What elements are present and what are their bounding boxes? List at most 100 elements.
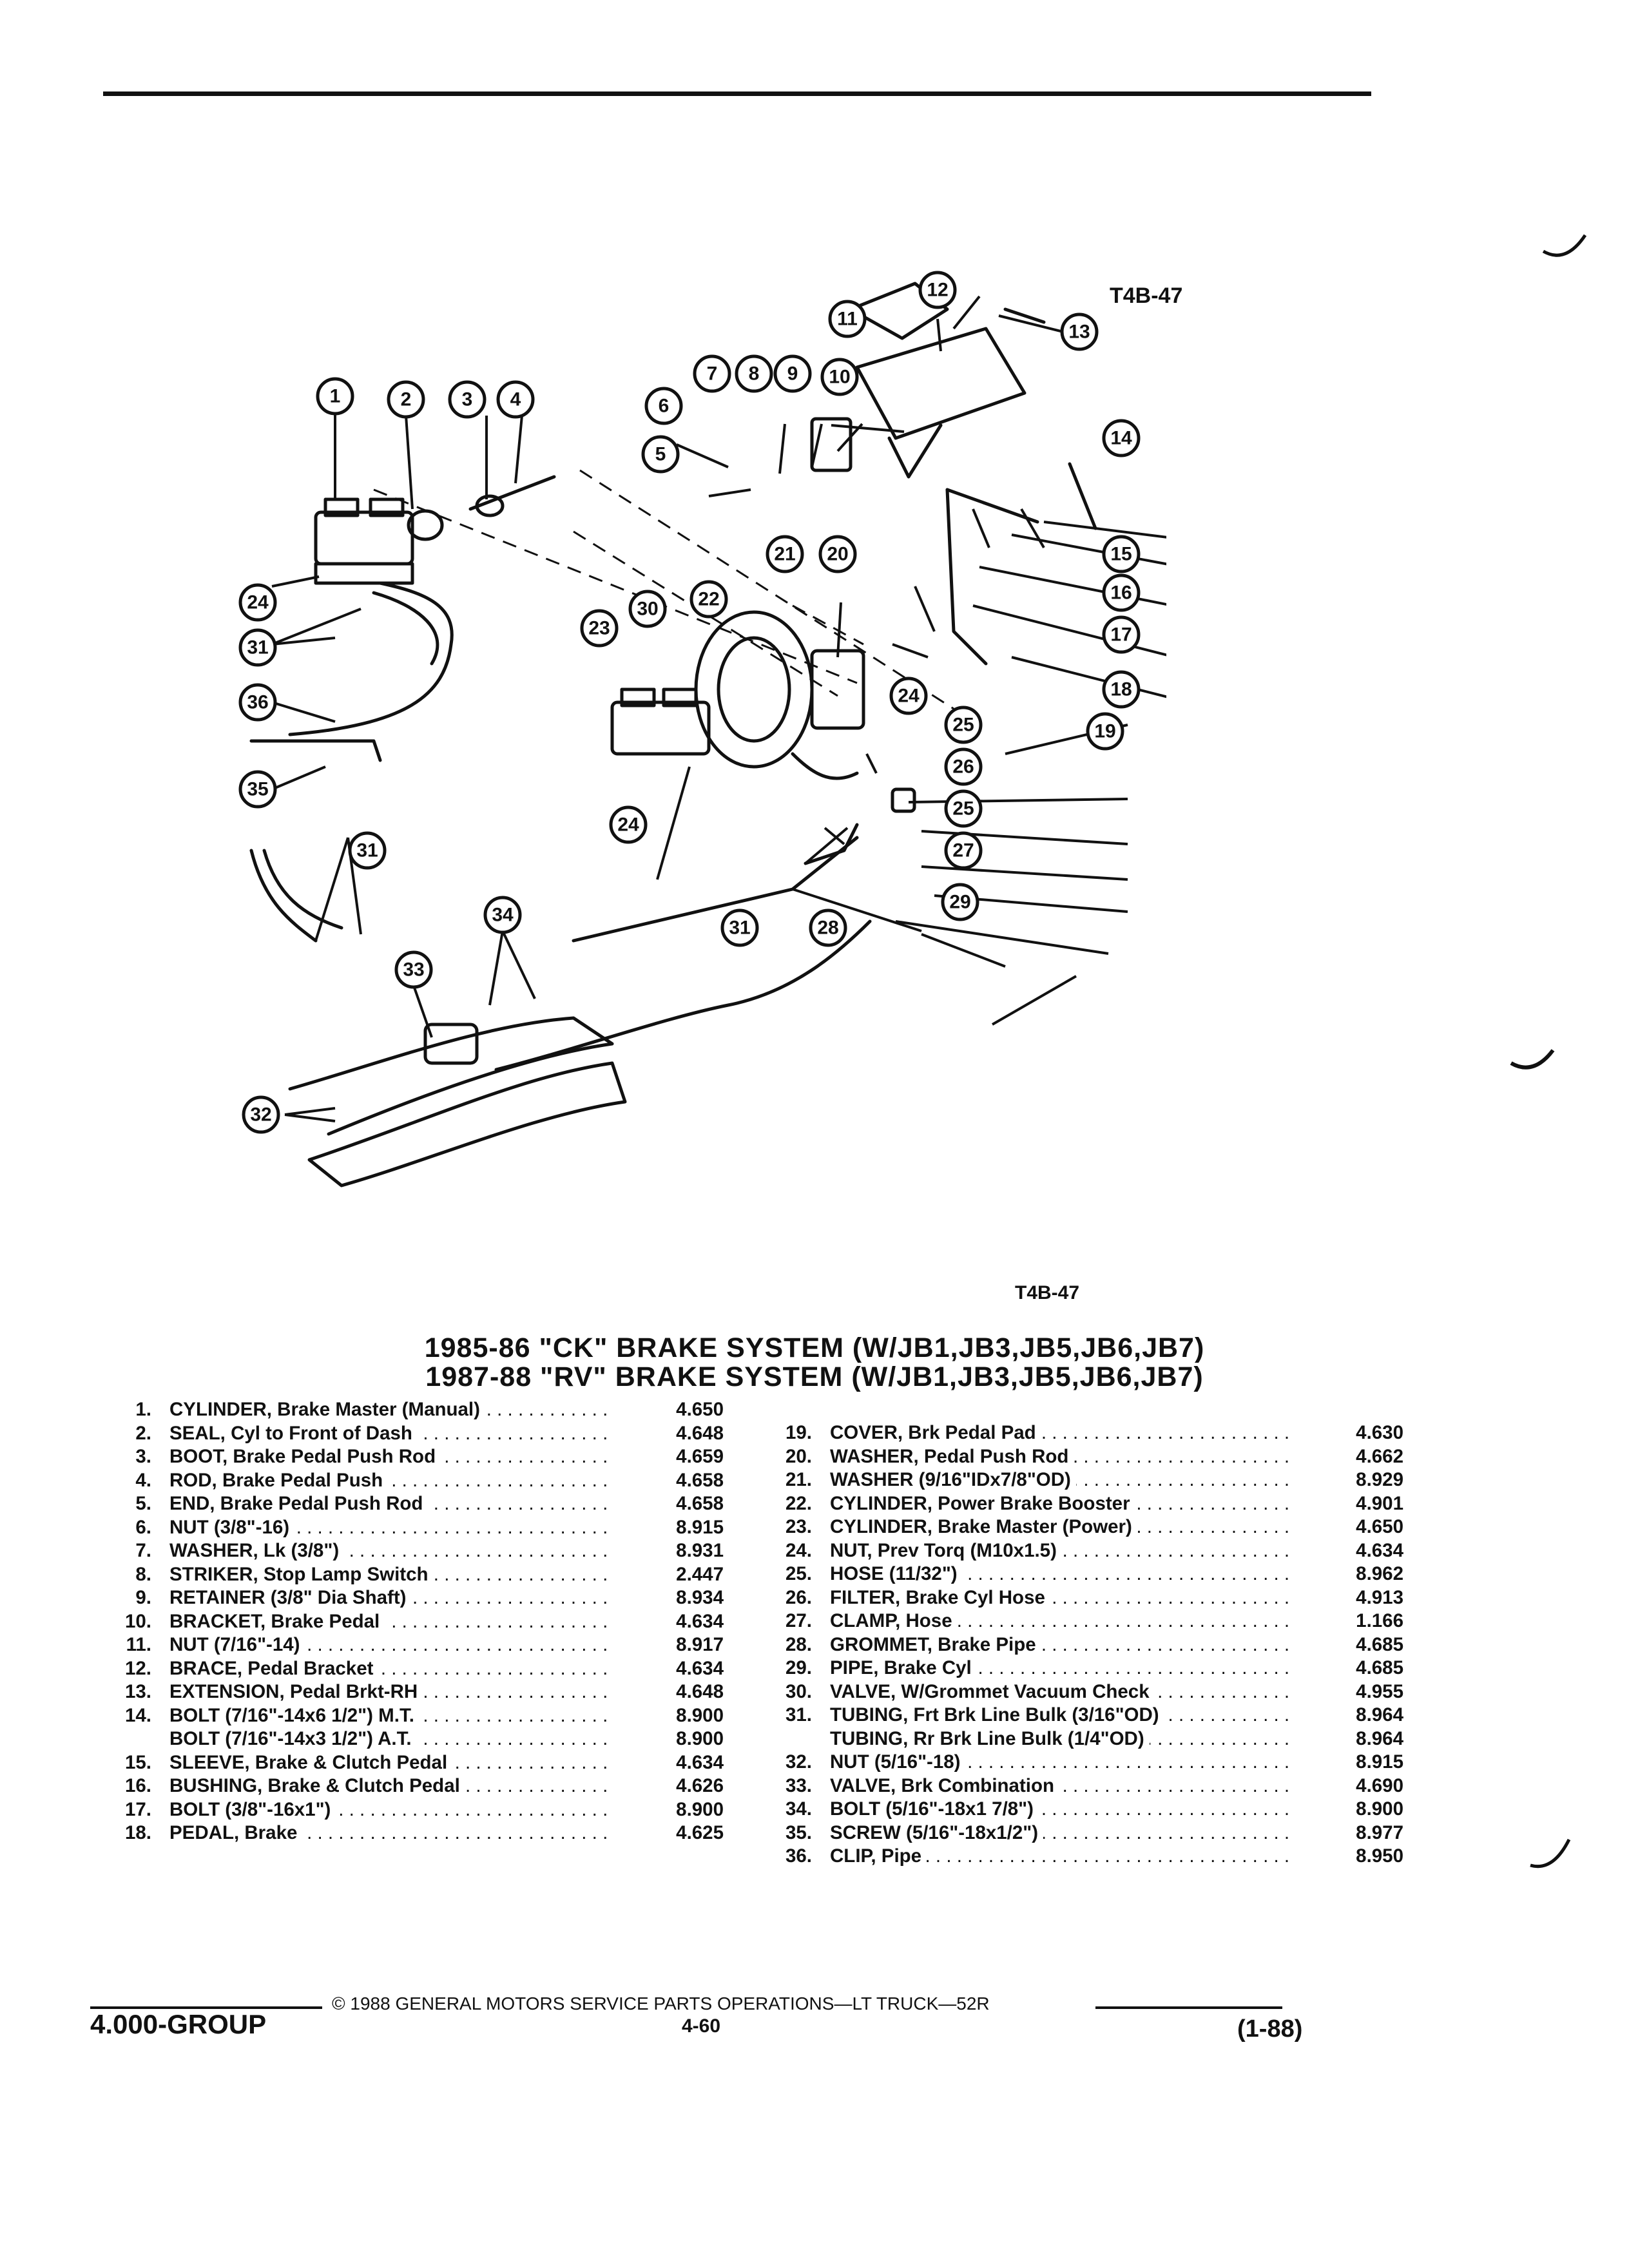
part-description: EXTENSION, Pedal Brkt-RH bbox=[169, 1680, 608, 1704]
svg-text:26: 26 bbox=[952, 756, 974, 778]
part-description: NUT (5/16"-18) bbox=[830, 1751, 1294, 1774]
svg-text:31: 31 bbox=[356, 840, 378, 861]
callout-1: 1 bbox=[316, 377, 354, 416]
part-number: 20. bbox=[785, 1445, 812, 1467]
part-description: NUT (3/8"-16) bbox=[169, 1516, 608, 1540]
part-number: 1. bbox=[135, 1399, 151, 1420]
part-number: 30. bbox=[785, 1680, 812, 1702]
front-line-31b bbox=[262, 849, 343, 930]
svg-text:30: 30 bbox=[637, 599, 658, 620]
part-description: STRIKER, Stop Lamp Switch bbox=[169, 1563, 608, 1587]
callout-9: 9 bbox=[773, 354, 812, 393]
part-number: 25. bbox=[785, 1563, 812, 1584]
part-number: 6. bbox=[135, 1516, 151, 1538]
part-description: BUSHING, Brake & Clutch Pedal bbox=[169, 1774, 608, 1798]
part-description: WASHER, Pedal Push Rod bbox=[830, 1445, 1294, 1469]
part-number: 18. bbox=[124, 1822, 151, 1843]
title-line-2: 1987-88 "RV" BRAKE SYSTEM (W/JB1,JB3,JB5… bbox=[425, 1361, 1204, 1392]
part-row: 17.BOLT (3/8"-16x1")8.900 bbox=[52, 1798, 724, 1822]
svg-text:19: 19 bbox=[1094, 721, 1115, 742]
svg-text:1: 1 bbox=[330, 386, 341, 407]
svg-text:24: 24 bbox=[247, 592, 269, 613]
part-row: 23.CYLINDER, Brake Master (Power)4.650 bbox=[722, 1515, 1403, 1539]
callout-2: 2 bbox=[387, 380, 425, 419]
brake-line-clip-area bbox=[249, 739, 382, 762]
part-row: 1. CYLINDER, Brake Master (Manual) 4.650 bbox=[52, 1398, 724, 1422]
part-number: 9. bbox=[135, 1587, 151, 1608]
callout-4: 4 bbox=[496, 380, 535, 419]
callout-8: 8 bbox=[735, 354, 773, 393]
part-code: 8.900 bbox=[1356, 1798, 1403, 1820]
callout-12: 12 bbox=[918, 271, 957, 309]
seal-part bbox=[407, 509, 444, 541]
part-code: 4.650 bbox=[676, 1399, 724, 1420]
part-code: 4.634 bbox=[676, 1610, 724, 1632]
parts-list-right: 19.COVER, Brk Pedal Pad4.630 20.WASHER, … bbox=[722, 1421, 1403, 1869]
callout-20: 20 bbox=[818, 535, 857, 573]
part-code: 8.900 bbox=[676, 1728, 724, 1749]
part-code: 2.447 bbox=[676, 1563, 724, 1585]
part-number: 11. bbox=[126, 1634, 151, 1655]
svg-text:4: 4 bbox=[510, 389, 521, 410]
part-number: 2. bbox=[135, 1422, 151, 1444]
part-description: CLIP, Pipe bbox=[830, 1845, 1294, 1869]
part-row: 14.BOLT (7/16"-14x6 1/2") M.T.8.900 bbox=[52, 1704, 724, 1728]
part-number: 33. bbox=[785, 1774, 812, 1796]
svg-text:34: 34 bbox=[492, 905, 514, 926]
part-row: 8.STRIKER, Stop Lamp Switch2.447 bbox=[52, 1563, 724, 1587]
callout-29: 29 bbox=[941, 883, 979, 921]
part-description: VALVE, Brk Combination bbox=[830, 1774, 1294, 1798]
callout-3: 3 bbox=[448, 380, 487, 419]
part-code: 4.901 bbox=[1356, 1492, 1403, 1514]
svg-text:15: 15 bbox=[1110, 544, 1132, 565]
svg-text:28: 28 bbox=[817, 918, 838, 939]
part-number bbox=[722, 1727, 830, 1751]
part-code: 8.964 bbox=[1356, 1727, 1403, 1749]
part-description: END, Brake Pedal Push Rod bbox=[169, 1492, 608, 1516]
callout-7: 7 bbox=[693, 354, 731, 393]
part-description: PIPE, Brake Cyl bbox=[830, 1657, 1294, 1680]
part-description: RETAINER (3/8" Dia Shaft) bbox=[169, 1586, 608, 1610]
svg-text:24: 24 bbox=[898, 686, 920, 707]
part-row: 7.WASHER, Lk (3/8")8.931 bbox=[52, 1539, 724, 1563]
vacuum-hose bbox=[791, 752, 859, 780]
svg-text:33: 33 bbox=[403, 959, 424, 981]
part-description: BRACKET, Brake Pedal bbox=[169, 1610, 608, 1634]
pedal-sleeve bbox=[945, 488, 1039, 524]
part-code: 8.900 bbox=[676, 1798, 724, 1820]
part-description: BOLT (7/16"-14x6 1/2") M.T. bbox=[169, 1704, 608, 1728]
part-row: 13.EXTENSION, Pedal Brkt-RH4.648 bbox=[52, 1680, 724, 1704]
part-row: 31.TUBING, Frt Brk Line Bulk (3/16"OD)8.… bbox=[722, 1704, 1403, 1727]
part-code: 4.648 bbox=[676, 1681, 724, 1702]
brake-system-diagram: 1 2 3 4 5 6 7 8 9 10 11 12 13 14 15 16 1… bbox=[238, 271, 1166, 1187]
svg-text:24: 24 bbox=[617, 814, 639, 836]
part-description: BOLT (5/16"-18x1 7/8") bbox=[830, 1798, 1294, 1821]
part-description: PEDAL, Brake bbox=[169, 1821, 608, 1845]
part-description: TUBING, Rr Brk Line Bulk (1/4"OD) bbox=[830, 1727, 1294, 1751]
svg-text:2: 2 bbox=[401, 389, 412, 410]
part-row: 25.HOSE (11/32")8.962 bbox=[722, 1562, 1403, 1586]
part-code: 4.913 bbox=[1356, 1586, 1403, 1608]
part-row: 16.BUSHING, Brake & Clutch Pedal4.626 bbox=[52, 1774, 724, 1798]
part-code: 4.658 bbox=[676, 1469, 724, 1491]
callout-28a: 28 bbox=[809, 908, 847, 947]
callout-36: 36 bbox=[238, 683, 277, 722]
margin-curl-mark bbox=[1530, 1838, 1571, 1869]
part-code: 8.931 bbox=[676, 1540, 724, 1561]
svg-text:14: 14 bbox=[1110, 428, 1132, 449]
part-row: 4.ROD, Brake Pedal Push4.658 bbox=[52, 1469, 724, 1493]
brake-line-front bbox=[288, 581, 454, 736]
callout-16: 16 bbox=[1102, 573, 1141, 612]
title-line-1: 1985-86 "CK" BRAKE SYSTEM (W/JB1,JB3,JB5… bbox=[424, 1332, 1205, 1363]
part-description: NUT, Prev Torq (M10x1.5) bbox=[830, 1539, 1294, 1563]
part-row: 22.CYLINDER, Power Brake Booster4.901 bbox=[722, 1492, 1403, 1516]
front-line-31 bbox=[249, 849, 318, 943]
callout-5: 5 bbox=[641, 435, 680, 474]
callout-10: 10 bbox=[820, 358, 859, 396]
callout-24c: 24 bbox=[609, 805, 648, 844]
callout-17: 17 bbox=[1102, 615, 1141, 654]
part-description: CYLINDER, Brake Master (Manual) bbox=[169, 1398, 608, 1422]
callout-21: 21 bbox=[766, 535, 804, 573]
part-code: 4.662 bbox=[1356, 1445, 1403, 1467]
svg-text:3: 3 bbox=[462, 389, 473, 410]
